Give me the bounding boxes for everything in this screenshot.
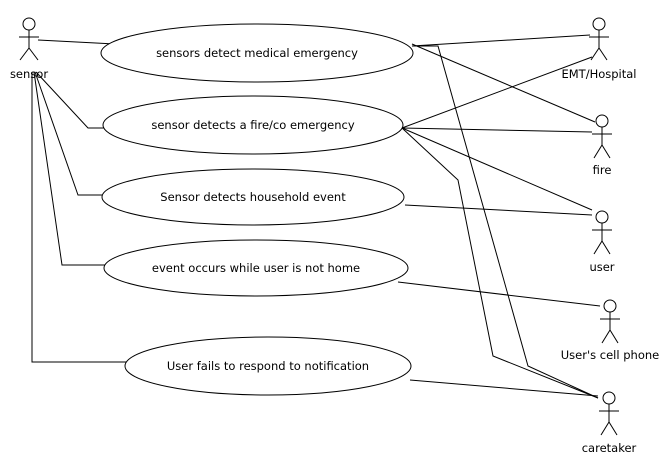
use-case-noresponse-label: User fails to respond to notification [167, 359, 369, 373]
assoc-fireco-fire [401, 127, 593, 133]
use-case-fireco-label: sensor detects a fire/co emergency [151, 118, 354, 132]
assoc-fireco-emt [401, 56, 593, 129]
actor-cell-label: User's cell phone [561, 348, 659, 362]
assoc-medical-fire [411, 43, 596, 123]
use-case-household-label: Sensor detects household event [160, 190, 346, 204]
assoc-sensor-household [34, 71, 103, 196]
assoc-household-user [404, 204, 593, 216]
use-case-nothome-label: event occurs while user is not home [152, 261, 360, 275]
actor-user-figure[interactable] [592, 210, 612, 255]
actor-caretaker-label: caretaker [582, 441, 637, 455]
actor-emt-figure[interactable] [589, 17, 609, 61]
use-case-medical-label: sensors detect medical emergency [156, 46, 358, 60]
assoc-fireco-caretaker [401, 127, 599, 399]
actor-fire-label: fire [593, 163, 612, 177]
actor-sensor-figure[interactable] [19, 17, 39, 61]
use-case-noresponse[interactable] [124, 336, 412, 396]
assoc-noresponse-caretaker [409, 379, 599, 397]
use-case-nothome[interactable] [103, 239, 409, 297]
actor-caretaker-figure[interactable] [599, 391, 619, 436]
actor-sensor-label: sensor [10, 67, 48, 81]
assoc-fireco-user [401, 127, 593, 211]
assoc-medical-caretaker [412, 45, 599, 399]
assoc-sensor-medical [37, 39, 116, 45]
use-case-household[interactable] [101, 168, 405, 226]
assoc-sensor-nothome [33, 71, 105, 266]
assoc-sensor-fireco [35, 71, 105, 129]
assoc-medical-emt [411, 34, 591, 47]
actor-fire-figure[interactable] [592, 114, 612, 159]
assoc-sensor-noresponse [31, 72, 127, 363]
actor-cell-figure[interactable] [600, 299, 620, 344]
use-case-fireco[interactable] [102, 95, 404, 155]
actor-emt-label: EMT/Hospital [561, 67, 636, 81]
actor-user-label: user [589, 260, 614, 274]
use-case-medical[interactable] [100, 23, 414, 83]
assoc-nothome-cell [397, 281, 601, 307]
